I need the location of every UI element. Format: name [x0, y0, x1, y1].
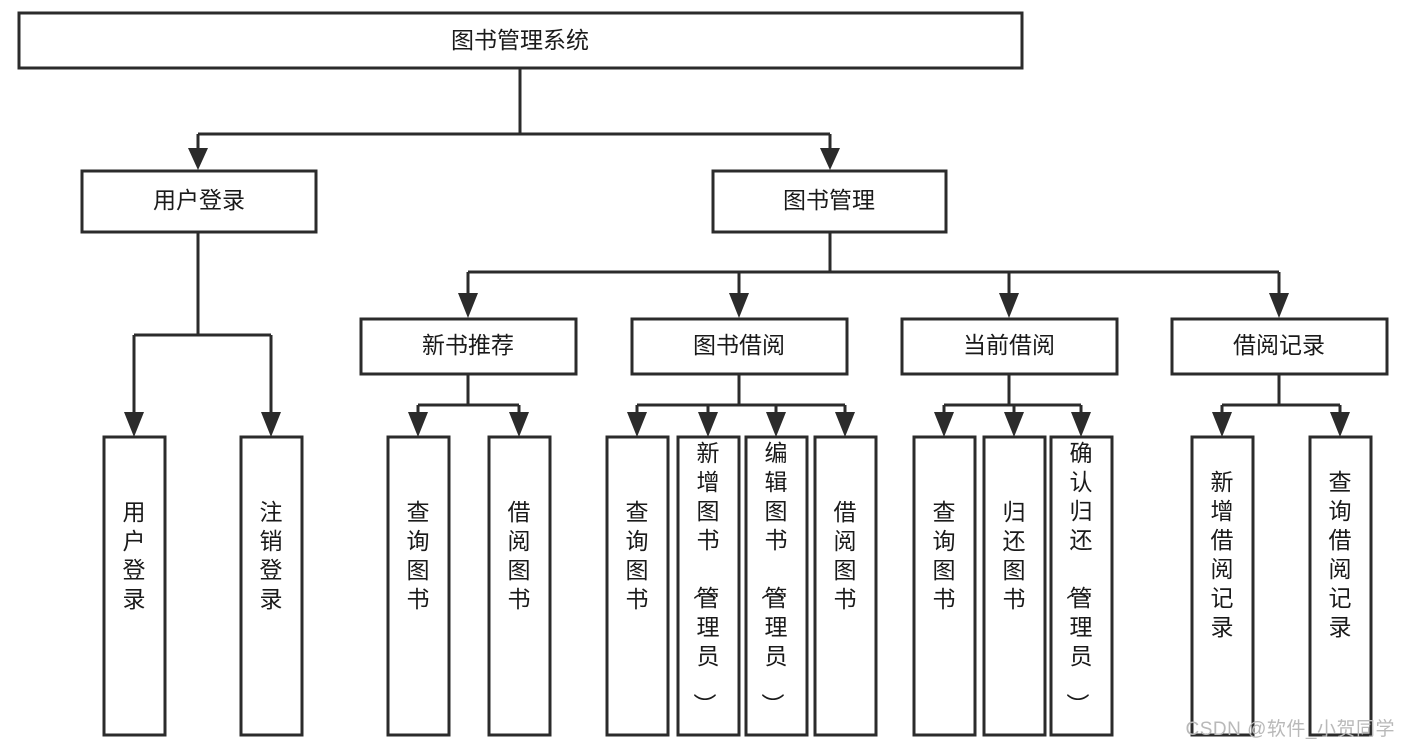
node-leaf-query-record-box[interactable]	[1308, 435, 1373, 737]
node-new-book-recommend[interactable]: 新书推荐	[359, 317, 578, 376]
node-leaf-return-book-label: 归还图书	[1003, 499, 1026, 612]
arrow-head-leaf-query-book-3	[934, 412, 954, 437]
arrow-head-leaf-add-record	[1212, 412, 1232, 437]
node-current-borrow-box[interactable]	[900, 317, 1119, 376]
node-current-borrow[interactable]: 当前借阅	[900, 317, 1119, 376]
arrow-head-leaf-borrow-book-1	[509, 412, 529, 437]
node-leaf-query-book-3-label: 查询图书	[933, 499, 956, 612]
node-leaf-logout-login-label: 注销登录	[260, 499, 283, 612]
arrow-head-new-book-recommend	[458, 293, 478, 318]
node-leaf-add-record-label: 新增借阅记录	[1211, 469, 1234, 640]
node-leaf-borrow-book-2-box[interactable]	[813, 435, 878, 737]
node-leaf-add-book-box[interactable]	[676, 435, 741, 737]
arrow-head-current-borrow	[999, 293, 1019, 318]
node-leaf-query-book-1[interactable]: 查询图书	[386, 435, 451, 737]
node-user-login-label: 用户登录	[153, 187, 245, 213]
node-book-manage-box[interactable]	[711, 169, 948, 234]
node-leaf-borrow-book-2-label: 借阅图书	[834, 499, 857, 612]
arrow-head-leaf-edit-book	[766, 412, 786, 437]
node-leaf-add-record-box[interactable]	[1190, 435, 1255, 737]
node-leaf-return-book[interactable]: 归还图书	[982, 435, 1047, 737]
node-root-box[interactable]	[17, 11, 1024, 70]
arrow-head-leaf-query-book-1	[408, 412, 428, 437]
node-leaf-query-book-2-box[interactable]	[605, 435, 670, 737]
node-borrow-record-label: 借阅记录	[1233, 332, 1325, 358]
node-leaf-query-book-3[interactable]: 查询图书	[912, 435, 977, 737]
node-leaf-add-book[interactable]: 新增图书（管理员）	[676, 435, 741, 737]
node-leaf-query-book-1-label: 查询图书	[407, 499, 430, 612]
node-leaf-query-record-label: 查询借阅记录	[1329, 469, 1352, 640]
node-leaf-user-login[interactable]: 用户登录	[102, 435, 167, 737]
node-borrow-record[interactable]: 借阅记录	[1170, 317, 1389, 376]
arrow-head-book-manage	[820, 148, 840, 170]
node-leaf-user-login-box[interactable]	[102, 435, 167, 737]
node-root-label: 图书管理系统	[451, 27, 589, 53]
node-leaf-user-login-label: 用户登录	[123, 499, 146, 612]
node-leaf-edit-book-box[interactable]	[744, 435, 809, 737]
node-leaf-confirm-return-box[interactable]	[1049, 435, 1114, 737]
node-borrow-record-box[interactable]	[1170, 317, 1389, 376]
arrow-head-user-login	[188, 148, 208, 170]
node-leaf-query-book-2-label: 查询图书	[626, 499, 649, 612]
node-leaf-add-record[interactable]: 新增借阅记录	[1190, 435, 1255, 737]
node-leaf-logout-login[interactable]: 注销登录	[239, 435, 304, 737]
node-leaf-borrow-book-2[interactable]: 借阅图书	[813, 435, 878, 737]
arrow-head-leaf-user-login	[124, 412, 144, 437]
node-leaf-confirm-return[interactable]: 确认归还（管理员）	[1049, 435, 1114, 737]
node-leaf-logout-login-box[interactable]	[239, 435, 304, 737]
arrow-head-leaf-query-record	[1330, 412, 1350, 437]
node-leaf-edit-book[interactable]: 编辑图书（管理员）	[744, 435, 809, 737]
node-new-book-recommend-box[interactable]	[359, 317, 578, 376]
node-leaf-return-book-box[interactable]	[982, 435, 1047, 737]
node-user-login-box[interactable]	[80, 169, 318, 234]
arrow-head-leaf-return-book	[1004, 412, 1024, 437]
node-book-manage-label: 图书管理	[783, 187, 875, 213]
node-new-book-recommend-label: 新书推荐	[422, 332, 514, 358]
arrow-head-leaf-logout-login	[261, 412, 281, 437]
node-leaf-borrow-book-1-label: 借阅图书	[508, 499, 531, 612]
node-leaf-query-book-1-box[interactable]	[386, 435, 451, 737]
node-leaf-add-book-label: 新增图书（管理员）	[692, 440, 720, 716]
node-book-borrow-box[interactable]	[630, 317, 849, 376]
node-leaf-borrow-book-1-box[interactable]	[487, 435, 552, 737]
node-leaf-query-book-2[interactable]: 查询图书	[605, 435, 670, 737]
arrow-head-leaf-query-book-2	[627, 412, 647, 437]
node-leaf-borrow-book-1[interactable]: 借阅图书	[487, 435, 552, 737]
node-leaf-edit-book-label: 编辑图书（管理员）	[760, 440, 788, 716]
arrow-head-book-borrow	[729, 293, 749, 318]
node-root[interactable]: 图书管理系统	[17, 11, 1024, 70]
node-book-manage[interactable]: 图书管理	[711, 169, 948, 234]
node-current-borrow-label: 当前借阅	[963, 332, 1055, 358]
node-leaf-query-record[interactable]: 查询借阅记录	[1308, 435, 1373, 737]
node-user-login[interactable]: 用户登录	[80, 169, 318, 234]
connector-layer	[124, 68, 1350, 437]
node-book-borrow[interactable]: 图书借阅	[630, 317, 849, 376]
arrow-head-leaf-add-book	[698, 412, 718, 437]
node-leaf-query-book-3-box[interactable]	[912, 435, 977, 737]
node-book-borrow-label: 图书借阅	[693, 332, 785, 358]
node-leaf-confirm-return-label: 确认归还（管理员）	[1065, 440, 1093, 716]
arrow-head-borrow-record	[1269, 293, 1289, 318]
arrow-head-leaf-borrow-book-2	[835, 412, 855, 437]
arrow-head-leaf-confirm-return	[1071, 412, 1091, 437]
